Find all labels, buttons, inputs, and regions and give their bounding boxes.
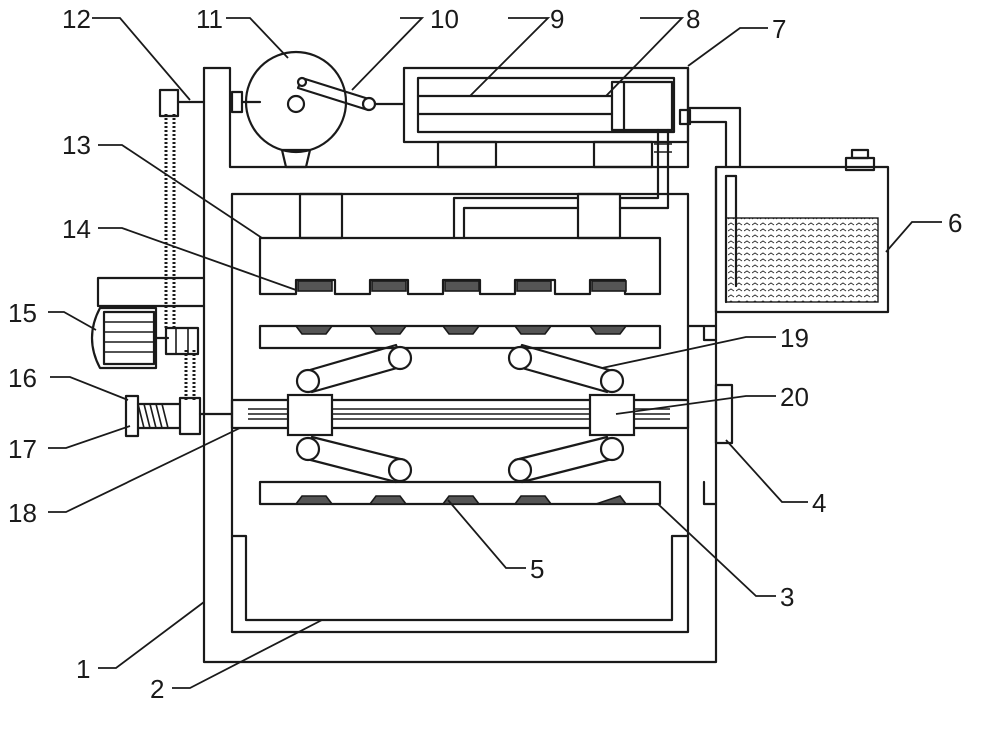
callout-10: 10: [430, 4, 459, 34]
pump-housing: [402, 66, 690, 169]
upper-pad-4: [516, 280, 552, 292]
callout-16: 16: [8, 363, 37, 393]
upper-pad-1: [297, 280, 333, 292]
callout-labels: 12 11 10 9 8 7 6 13 14 15 16 17 18 19 20…: [8, 4, 962, 704]
callout-9: 9: [550, 4, 564, 34]
callout-18: 18: [8, 498, 37, 528]
liquid-tank: [714, 148, 890, 314]
connecting-rod: [296, 76, 406, 112]
callout-7: 7: [772, 14, 786, 44]
left-bracket: [96, 276, 206, 308]
callout-6: 6: [948, 208, 962, 238]
left-nut-block: [286, 393, 334, 437]
callout-13: 13: [62, 130, 91, 160]
upper-pad-5: [591, 280, 627, 292]
upper-press-block: [258, 192, 662, 296]
lower-pulleys: [164, 326, 202, 436]
linkage-arms: [295, 343, 625, 484]
middle-plate: [258, 324, 662, 350]
outlet-pipe: [452, 106, 742, 240]
lower-plate: [258, 480, 662, 506]
callout-1: 1: [76, 654, 90, 684]
callout-8: 8: [686, 4, 700, 34]
callout-5: 5: [530, 554, 544, 584]
main-frame: [202, 66, 718, 664]
upper-belt: [164, 114, 176, 330]
upper-pad-3: [444, 280, 480, 292]
drive-motor: [90, 306, 170, 370]
collection-tray: [230, 534, 690, 622]
callout-15: 15: [8, 298, 37, 328]
callout-12: 12: [62, 4, 91, 34]
upper-pad-2: [371, 280, 407, 292]
adjusting-screw: [124, 394, 234, 438]
callout-3: 3: [780, 582, 794, 612]
callout-11: 11: [196, 4, 223, 34]
callout-14: 14: [62, 214, 91, 244]
right-nut-block: [588, 393, 636, 437]
callout-20: 20: [780, 382, 809, 412]
callout-17: 17: [8, 434, 37, 464]
callout-4: 4: [812, 488, 826, 518]
callout-19: 19: [780, 323, 809, 353]
cam-wheel: [244, 50, 348, 169]
right-bearing: [686, 324, 734, 506]
leader-lines: [48, 17, 942, 689]
callout-2: 2: [150, 674, 164, 704]
